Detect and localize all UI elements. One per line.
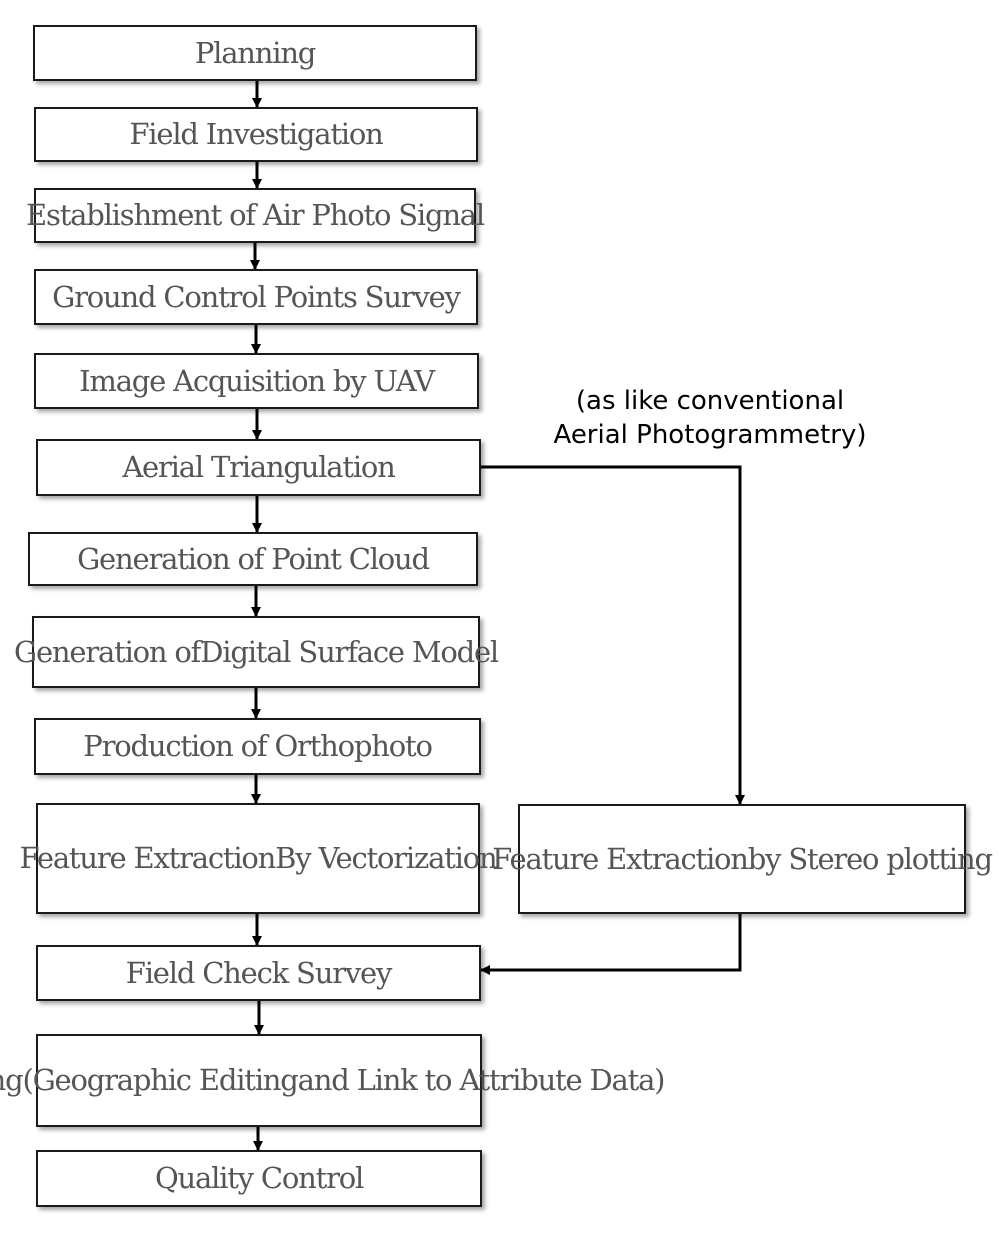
step-vectorization-label-line-1: Feature Extraction [19, 841, 277, 876]
step-field-check-label-line-1: Field Check Survey [125, 955, 393, 990]
step-field-investigation: Field Investigation [34, 107, 478, 162]
step-planning-label-line-1: Planning [194, 35, 317, 70]
step-quality-control: Quality Control [36, 1150, 482, 1207]
step-planning: Planning [33, 25, 477, 81]
step-quality-control-label-line-1: Quality Control [154, 1161, 364, 1196]
step-aerial-triangulation: Aerial Triangulation [36, 439, 481, 496]
step-point-cloud-label-line-1: Generation of Point Cloud [77, 541, 430, 576]
step-point-cloud: Generation of Point Cloud [28, 532, 478, 586]
branch-note-label-line-2: Aerial Photogrammetry) [553, 420, 867, 450]
step-image-acquisition: Image Acquisition by UAV [34, 353, 479, 409]
step-aerial-triangulation-label-line-1: Aerial Triangulation [122, 450, 396, 485]
branch-note-label-line-1: (as like conventional [575, 386, 845, 416]
step-air-photo-signal: Establishment of Air Photo Signal [26, 188, 485, 243]
step-vectorization-label-line-2: By Vectorization [275, 841, 497, 876]
step-stereo-plotting-label-line-1: Feature Extraction [492, 841, 749, 876]
step-orthophoto-label-line-1: Production of Orthophoto [83, 729, 433, 764]
step-gcp-survey-label-line-1: Ground Control Points Survey [52, 279, 461, 314]
step-orthophoto: Production of Orthophoto [34, 718, 481, 775]
branch-arrow-to-field-check [480, 914, 742, 975]
step-dsm-label-line-1: Generation of [14, 634, 201, 669]
step-air-photo-signal-label-line-1: Establishment of Air Photo Signal [26, 198, 485, 233]
step-map-editing-label-line-1: Map Editing(Geographic Editing [0, 1063, 299, 1098]
step-field-investigation-label-line-1: Field Investigation [129, 117, 383, 152]
step-dsm-label-line-2: Digital Surface Model [200, 634, 499, 669]
step-field-check: Field Check Survey [36, 945, 481, 1001]
step-stereo-plotting-label-line-2: by Stereo plotting [747, 841, 993, 876]
step-map-editing-label-line-2: and Link to Attribute Data) [297, 1063, 666, 1098]
step-gcp-survey: Ground Control Points Survey [34, 269, 478, 325]
step-image-acquisition-label-line-1: Image Acquisition by UAV [79, 363, 435, 398]
branch-arrow-to-stereo [481, 465, 745, 805]
